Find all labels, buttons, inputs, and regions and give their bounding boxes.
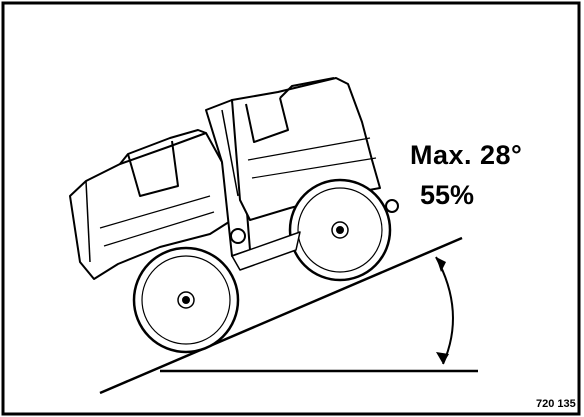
figure-code: 720 135: [536, 398, 576, 410]
angle-arc-icon: [435, 256, 454, 365]
rear-drum: [132, 246, 240, 354]
roller-machine-icon: [69, 77, 399, 354]
front-drum: [288, 178, 392, 282]
slope-line: [99, 236, 463, 395]
max-angle-label: Max. 28°: [410, 140, 523, 170]
max-percent-label: 55%: [420, 180, 475, 210]
